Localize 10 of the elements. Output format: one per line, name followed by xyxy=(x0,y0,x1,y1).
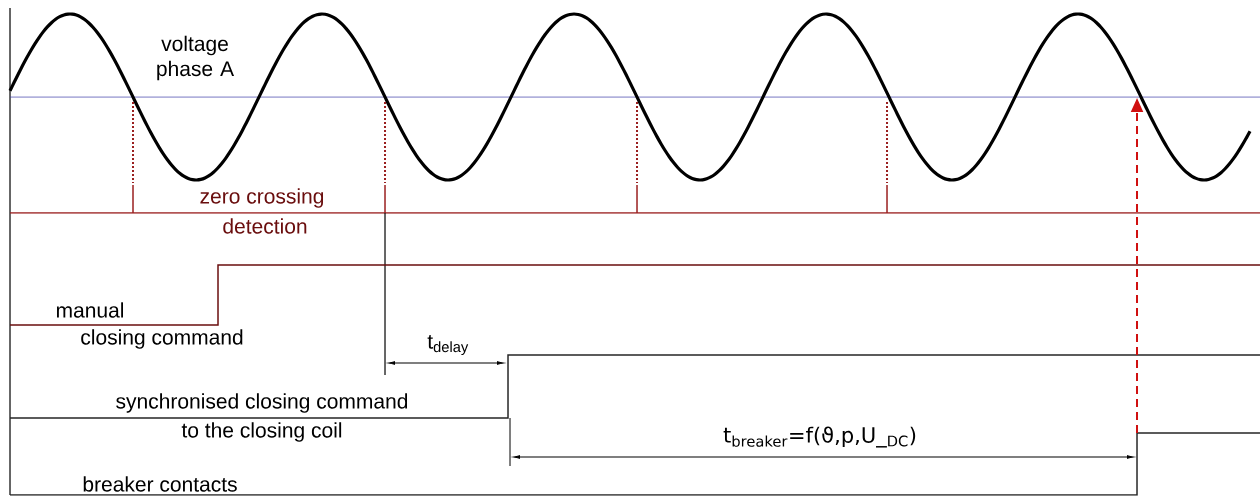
label: breaker contacts xyxy=(83,476,237,492)
label: closing command xyxy=(81,329,243,349)
label: synchronised closing command xyxy=(116,393,408,413)
label: to the closing coil xyxy=(181,422,342,442)
label: manual xyxy=(56,302,124,318)
label: t$_{breaker}$=f(ϑ,p,U_$_{DC}$) xyxy=(723,426,916,448)
label: voltage phase A xyxy=(157,35,235,81)
label: t$_{delay}$ xyxy=(427,334,469,356)
label: detection xyxy=(223,218,307,234)
label: zero crossing xyxy=(200,188,324,208)
